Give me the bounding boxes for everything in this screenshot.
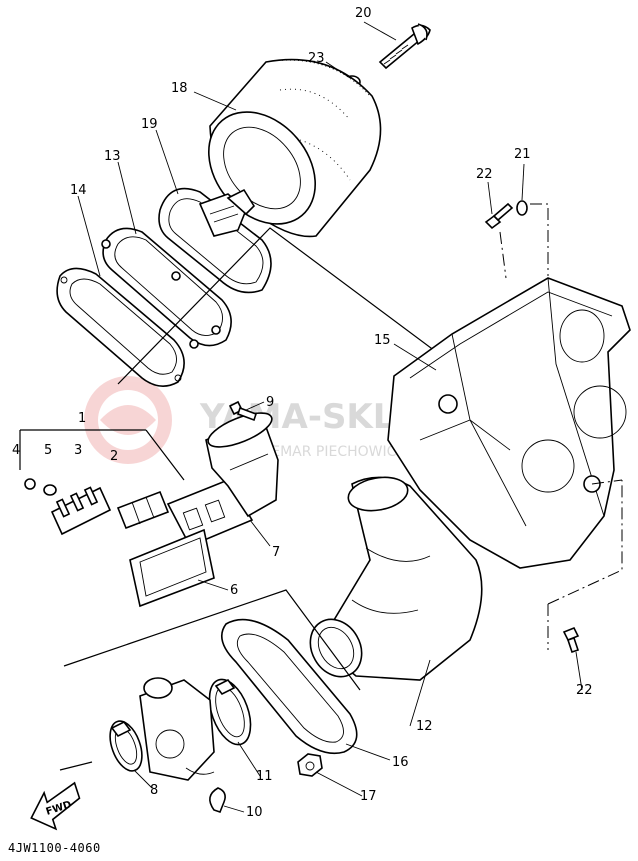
callout-20: 20: [355, 6, 372, 21]
callout-3: 3: [74, 443, 82, 458]
band-8: [109, 720, 143, 772]
callout-10: 10: [246, 805, 263, 820]
leader-carb-left: [59, 761, 93, 771]
leader-group-1: [19, 429, 185, 481]
callout-6: 6: [230, 583, 238, 598]
clip-10: [209, 787, 226, 813]
callout-16: 16: [392, 755, 409, 770]
callout-19: 19: [141, 117, 158, 132]
callout-1: 1: [78, 411, 86, 426]
leader-group-carb: [63, 589, 361, 691]
band-11: [208, 678, 252, 746]
joint-12: [309, 476, 483, 681]
reed-valve-2: [116, 490, 170, 530]
fwd-arrow: FWD: [30, 781, 81, 831]
washer-5: [43, 484, 57, 496]
callout-5: 5: [44, 443, 52, 458]
leader-case-dash: [591, 479, 623, 485]
gasket-14: [56, 267, 185, 387]
screw-4: [24, 478, 36, 490]
callout-21: 21: [514, 147, 531, 162]
callout-11: 11: [256, 769, 273, 784]
callout-14: 14: [70, 183, 87, 198]
bolt-22-top: [484, 202, 514, 230]
callout-labels: 20 23 18 19 13 14 21 22 15 9 1 4 5 3 2 7…: [12, 6, 593, 820]
callout-8: 8: [150, 783, 158, 798]
leader-22b-dash: [547, 480, 623, 650]
callout-7: 7: [272, 545, 280, 560]
gasket-6: [129, 528, 215, 608]
air-filter-case-15: [387, 277, 631, 569]
plate-13: [101, 227, 232, 349]
filter-guide-19: [158, 187, 272, 294]
callout-4: 4: [12, 443, 20, 458]
drawing-code: 4JW1100-4060: [8, 841, 101, 855]
bolt-22-bottom: [562, 626, 580, 654]
leader-21-dash: [530, 203, 549, 276]
callout-13: 13: [104, 149, 121, 164]
reed-block-1: [166, 479, 254, 548]
watermark-logo: [84, 376, 172, 464]
leader-group-top: [117, 227, 491, 393]
callout-15: 15: [374, 333, 391, 348]
callout-9: 9: [266, 395, 274, 410]
callout-leaders: [77, 21, 583, 813]
callout-18: 18: [171, 81, 188, 96]
callout-22-top: 22: [476, 167, 493, 182]
nut-17: [297, 753, 323, 777]
callout-17: 17: [360, 789, 377, 804]
callout-2: 2: [110, 449, 118, 464]
joint-16: [220, 618, 358, 755]
carburetor-body: [139, 677, 215, 781]
washer-21: [516, 200, 528, 216]
bolt-20: [378, 23, 431, 70]
callout-12: 12: [416, 719, 433, 734]
reed-plate-3: [50, 486, 112, 536]
bolt-9: [228, 400, 258, 422]
callout-22-bottom: 22: [576, 683, 593, 698]
leader-22-dash: [499, 231, 507, 279]
callout-23: 23: [308, 51, 325, 66]
manifold-7: [205, 412, 279, 518]
